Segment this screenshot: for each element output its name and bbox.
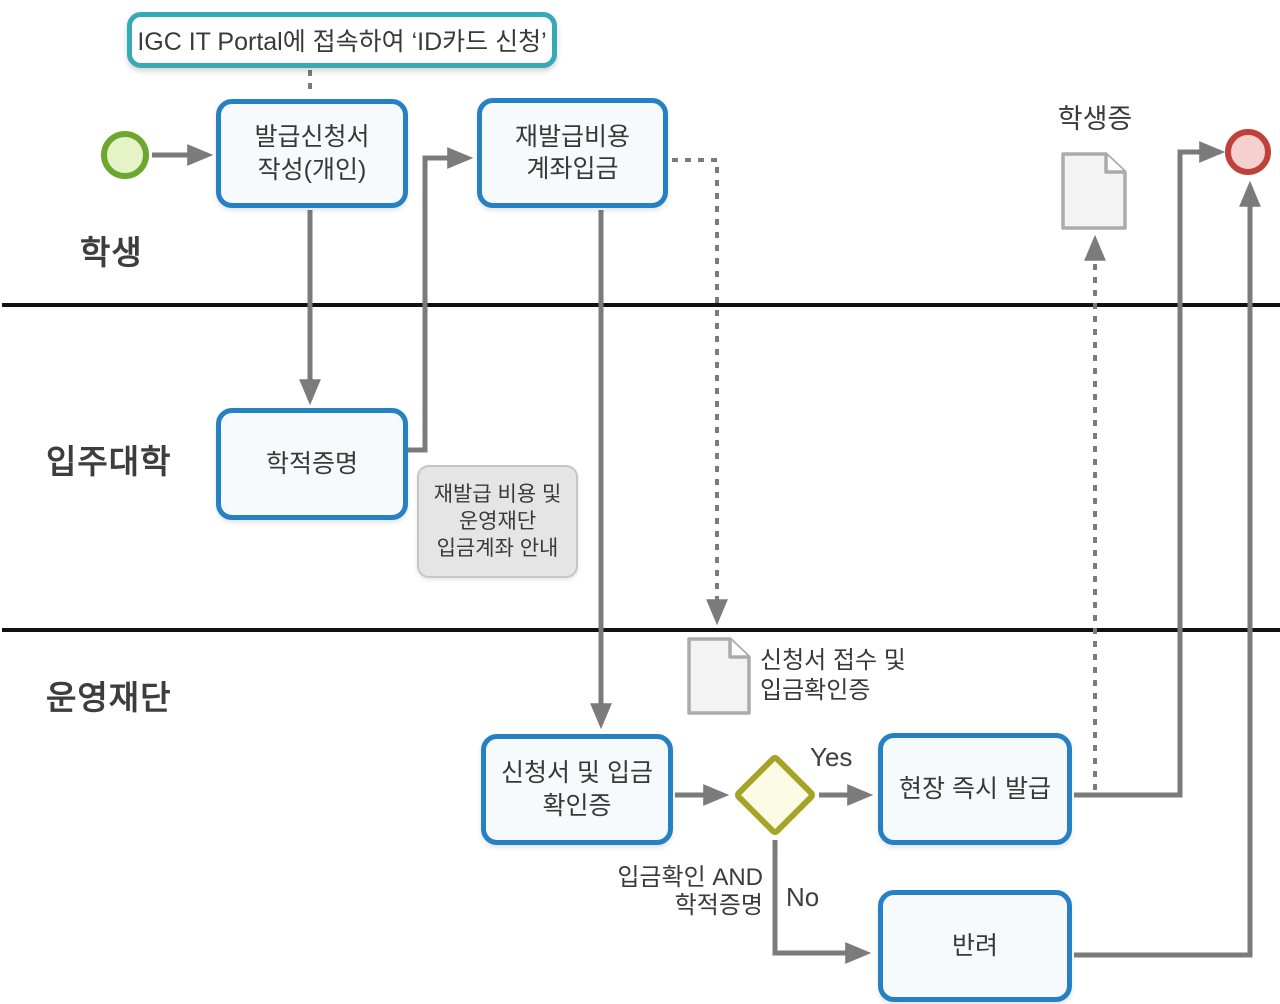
task-application-receipt: 신청서 및 입금 확인증 <box>481 734 673 845</box>
assoc-deposit-to-application-doc <box>672 158 728 626</box>
flow-reject-to-end <box>1074 180 1261 958</box>
lane-label-foundation: 운영재단 <box>46 679 172 716</box>
document-application-icon <box>687 637 751 715</box>
end-event-icon <box>1225 129 1271 175</box>
task-enrollment-cert: 학적증명 <box>216 408 408 520</box>
document-student-card-icon <box>1061 152 1127 230</box>
flow-issue-to-end <box>1074 141 1226 798</box>
note-reissue-info-text: 재발급 비용 및 운영재단 입금계좌 안내 <box>433 482 562 561</box>
task-apply-form: 발급신청서 작성(개인) <box>216 99 408 208</box>
document-student-card-label: 학생증 <box>1057 104 1133 134</box>
annotation-text: IGC IT Portal에 접속하여 ‘ID카드 신청’ <box>137 28 547 56</box>
note-reissue-info: 재발급 비용 및 운영재단 입금계좌 안내 <box>417 465 578 578</box>
start-event-icon <box>101 131 149 179</box>
task-application-receipt-label: 신청서 및 입금 확인증 <box>501 759 653 820</box>
lane-divider-1 <box>2 303 1280 307</box>
gateway-no-label: No <box>786 882 820 912</box>
gateway-decision-icon <box>732 752 818 838</box>
gateway-yes-label: Yes <box>810 742 853 772</box>
task-onsite-issue: 현장 즉시 발급 <box>878 733 1072 845</box>
lane-label-university: 입주대학 <box>46 443 172 480</box>
annotation-portal: IGC IT Portal에 접속하여 ‘ID카드 신청’ <box>127 12 557 68</box>
task-reject: 반려 <box>878 890 1072 1002</box>
task-onsite-issue-label: 현장 즉시 발급 <box>899 774 1051 803</box>
lane-divider-2 <box>2 628 1280 632</box>
task-apply-form-label: 발급신청서 작성(개인) <box>254 123 370 184</box>
document-application-label: 신청서 접수 및 입금확인증 <box>760 647 906 704</box>
gateway-condition-label: 입금확인 AND 학적증명 <box>617 864 763 920</box>
task-reject-label: 반려 <box>951 931 998 960</box>
lane-label-student: 학생 <box>80 234 143 271</box>
task-account-deposit: 재발급비용 계좌입금 <box>477 98 668 208</box>
task-enrollment-cert-label: 학적증명 <box>265 449 358 478</box>
task-account-deposit-label: 재발급비용 계좌입금 <box>514 122 630 184</box>
